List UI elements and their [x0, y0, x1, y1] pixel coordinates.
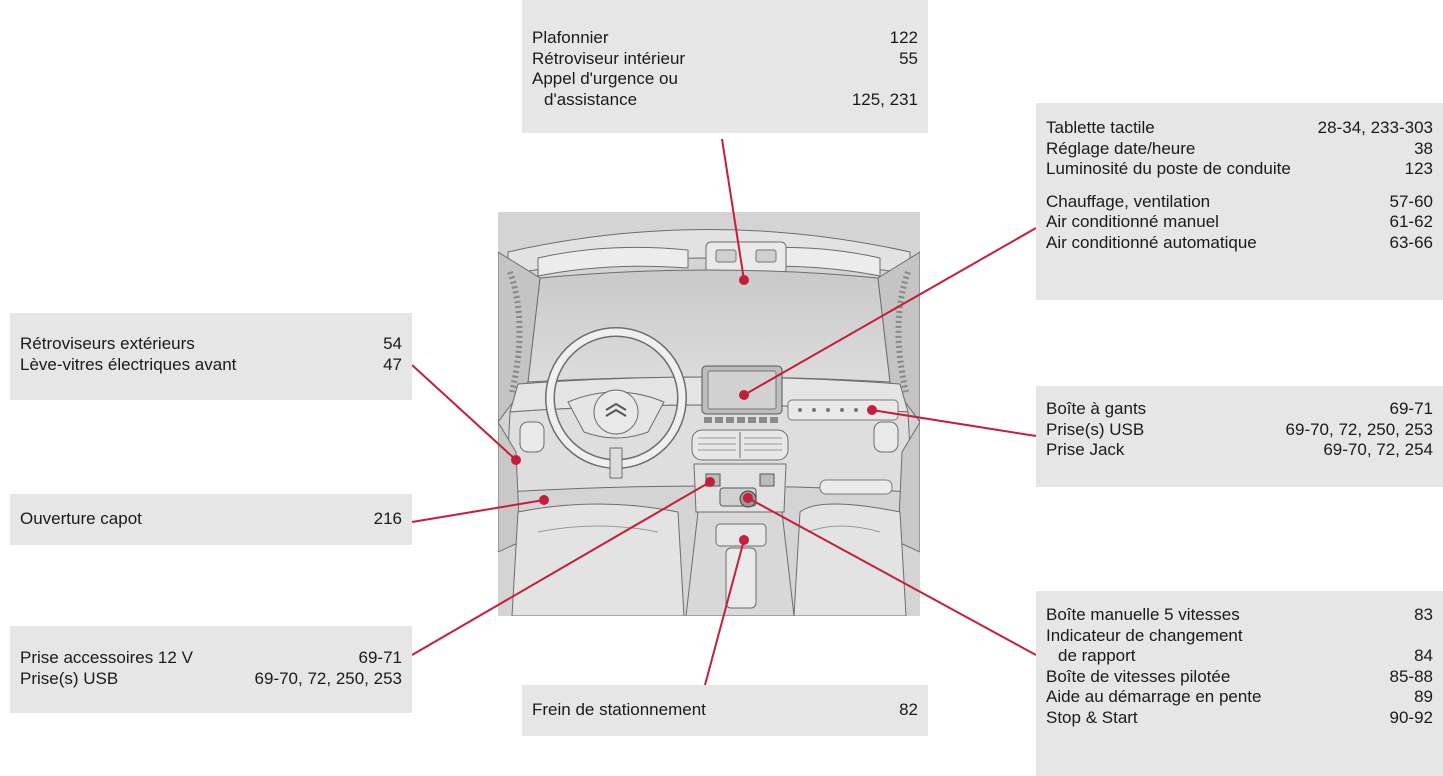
- marker-boite-vitesses: [743, 493, 753, 503]
- car-interior-illustration: [498, 212, 920, 616]
- marker-boite-gants: [867, 405, 877, 415]
- callout-gap: [1046, 180, 1433, 192]
- marker-retroviseurs: [511, 455, 521, 465]
- leader-line-boite-vitesses: [747, 497, 1037, 656]
- marker-tablette: [739, 390, 749, 400]
- marker-frein: [739, 535, 749, 545]
- callout-row: Appel d'urgence ou: [532, 69, 678, 88]
- callout-row: Indicateur de changement: [1046, 625, 1243, 645]
- leader-line-plafonnier: [721, 138, 745, 281]
- leader-line-tablette: [743, 227, 1037, 396]
- leader-line-capot: [411, 499, 545, 523]
- leader-line-prise-12v: [411, 481, 711, 656]
- leader-line-frein: [704, 539, 745, 686]
- leader-line-boite-gants: [871, 409, 1037, 437]
- marker-capot: [539, 495, 549, 505]
- leader-line-retroviseurs: [411, 364, 517, 461]
- marker-plafonnier: [739, 275, 749, 285]
- marker-prise-12v: [705, 477, 715, 487]
